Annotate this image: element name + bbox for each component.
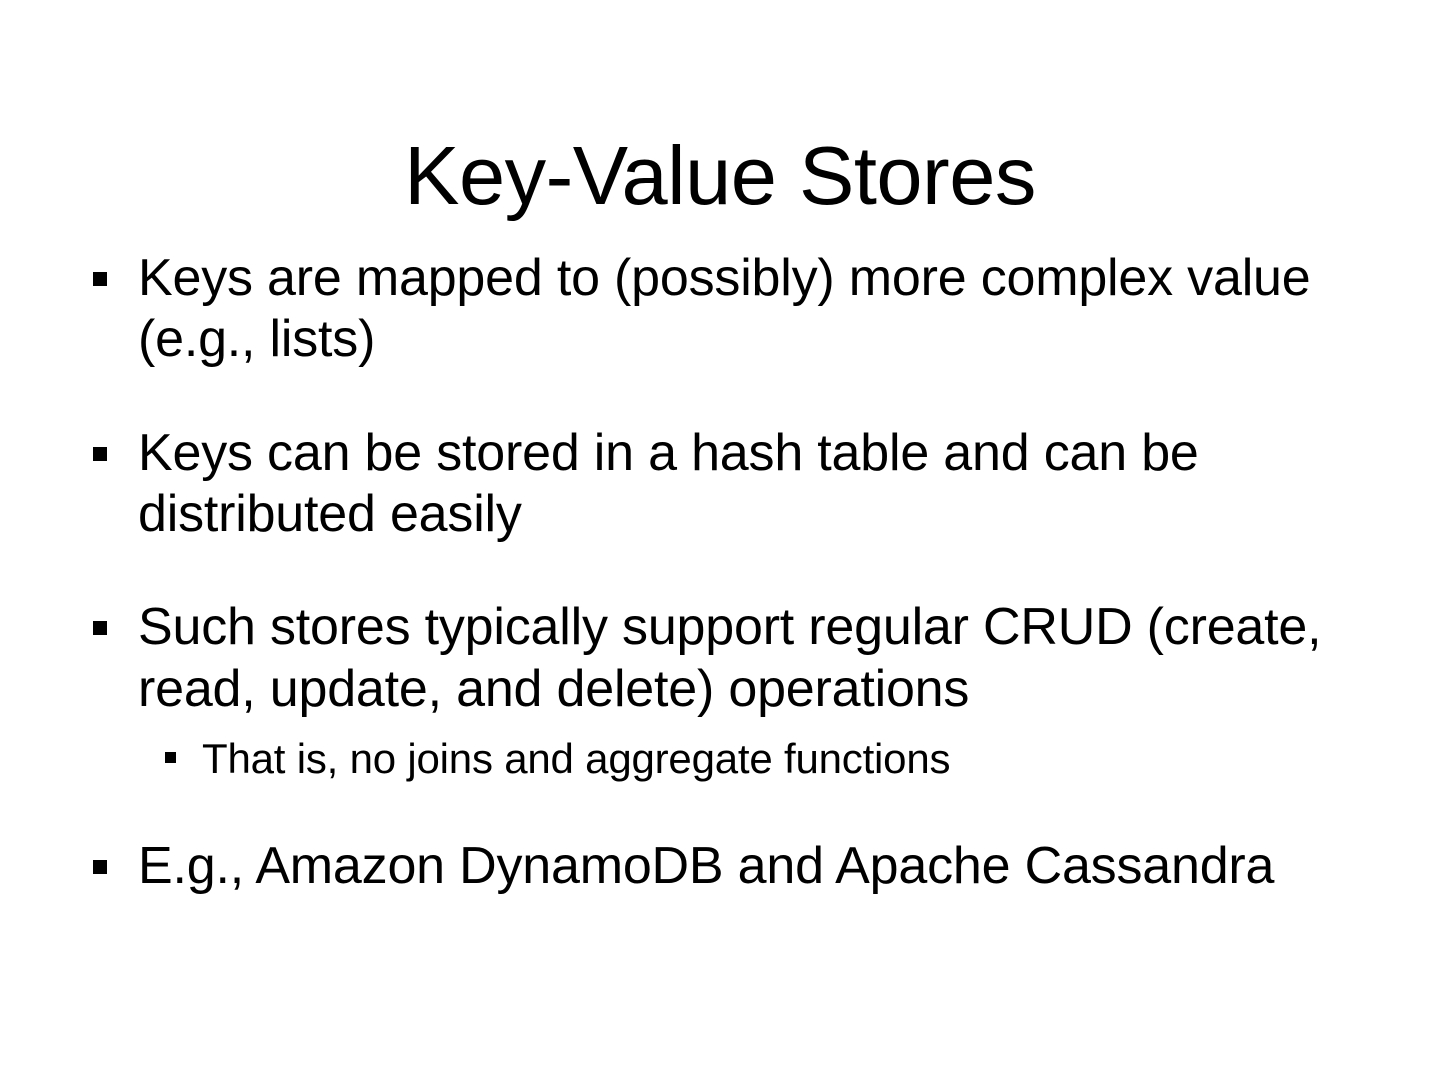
list-item: E.g., Amazon DynamoDB and Apache Cassand… <box>90 836 1410 897</box>
page-title: Key-Value Stores <box>404 128 1036 222</box>
list-item-label: Such stores typically support regular CR… <box>138 598 1322 718</box>
list-item: Keys can be stored in a hash table and c… <box>90 423 1410 546</box>
sub-list-item: That is, no joins and aggregate function… <box>163 734 1410 784</box>
list-item: Keys are mapped to (possibly) more compl… <box>90 248 1410 371</box>
sub-list: That is, no joins and aggregate function… <box>138 734 1410 784</box>
list-item-label: Keys are mapped to (possibly) more compl… <box>138 249 1311 369</box>
square-bullet-icon <box>93 859 107 874</box>
square-bullet-icon <box>93 446 107 461</box>
list-item: Such stores typically support regular CR… <box>90 597 1410 783</box>
square-bullet-icon <box>165 752 176 764</box>
list-item-label: E.g., Amazon DynamoDB and Apache Cassand… <box>138 836 1275 895</box>
slide-body-content: Keys are mapped to (possibly) more compl… <box>90 248 1410 949</box>
list-item-label: Keys can be stored in a hash table and c… <box>138 423 1199 544</box>
square-bullet-icon <box>93 621 107 636</box>
square-bullet-icon <box>93 272 107 286</box>
sub-list-item-label: That is, no joins and aggregate function… <box>202 735 951 783</box>
